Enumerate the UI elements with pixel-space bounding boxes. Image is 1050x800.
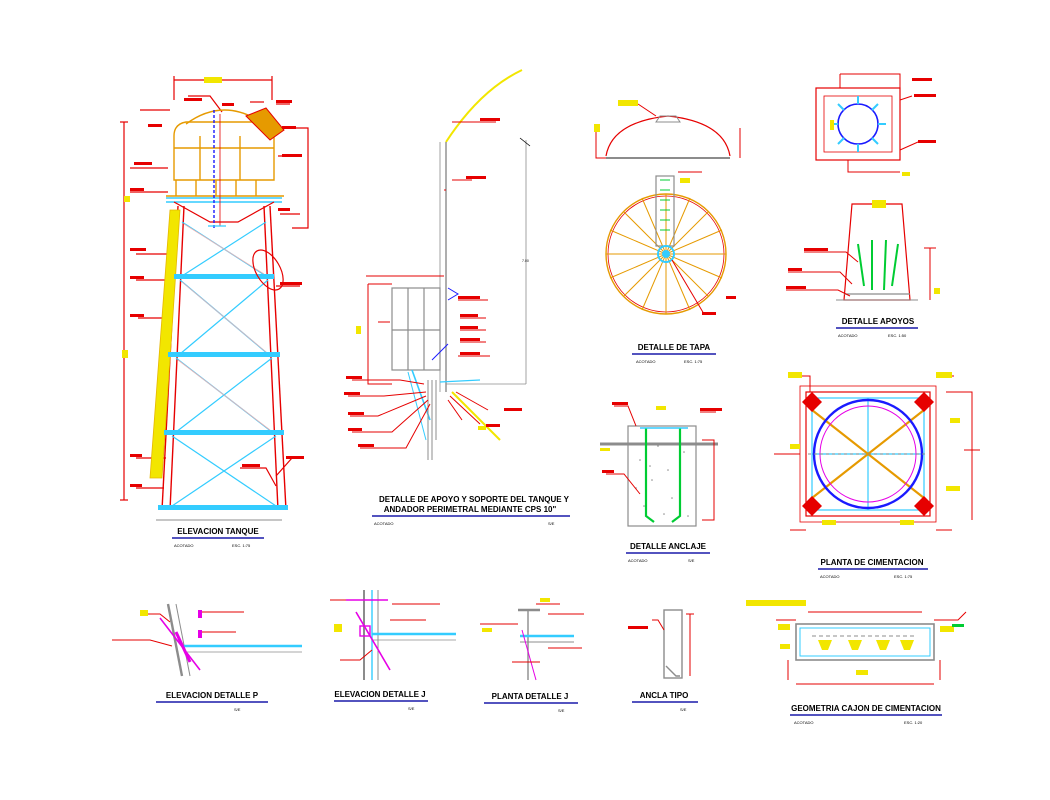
svg-text:ESC. 1:20: ESC. 1:20 bbox=[904, 720, 923, 725]
svg-text:ACOTADO: ACOTADO bbox=[374, 521, 393, 526]
detail-j-elevation-drawing bbox=[330, 590, 456, 680]
svg-text:PLANTA DETALLE J: PLANTA DETALLE J bbox=[492, 692, 569, 701]
anchor-detail-title: DETALLE ANCLAJE ACOTADO S/E bbox=[626, 542, 710, 563]
tank-elevation-title: ELEVACION TANQUE ACOTADO ESC. 1:75 bbox=[172, 527, 264, 548]
svg-text:ELEVACION TANQUE: ELEVACION TANQUE bbox=[177, 527, 259, 536]
anchor-detail-drawing bbox=[600, 402, 722, 527]
svg-text:ACOTADO: ACOTADO bbox=[174, 543, 193, 548]
svg-text:ESC. 1:75: ESC. 1:75 bbox=[684, 359, 703, 364]
detail-p-title: ELEVACION DETALLE P S/E bbox=[156, 691, 268, 712]
foundation-box-title: GEOMETRIA CAJON DE CIMENTACION ACOTADO E… bbox=[790, 704, 942, 725]
detail-j-plan-drawing bbox=[480, 598, 584, 681]
detail-j-elevation-title: ELEVACION DETALLE J S/E bbox=[334, 690, 428, 711]
svg-text:DETALLE ANCLAJE: DETALLE ANCLAJE bbox=[630, 542, 707, 551]
svg-text:7.00: 7.00 bbox=[522, 259, 529, 263]
svg-text:ELEVACION DETALLE J: ELEVACION DETALLE J bbox=[334, 690, 425, 699]
svg-text:S/E: S/E bbox=[548, 521, 555, 526]
anchor-type-drawing bbox=[628, 609, 694, 679]
foundation-plan-drawing bbox=[774, 372, 980, 531]
svg-text:ACOTADO: ACOTADO bbox=[820, 574, 839, 579]
svg-text:GEOMETRIA CAJON DE CIMENTACION: GEOMETRIA CAJON DE CIMENTACION bbox=[791, 704, 941, 713]
svg-text:S/E: S/E bbox=[680, 707, 687, 712]
svg-text:ESC. 1:50: ESC. 1:50 bbox=[888, 333, 907, 338]
supports-detail-drawing bbox=[786, 73, 940, 301]
svg-text:ESC. 1:75: ESC. 1:75 bbox=[232, 543, 251, 548]
tank-elevation-drawing bbox=[120, 76, 309, 521]
support-detail-drawing: 7.00 bbox=[344, 69, 531, 460]
foundation-plan-title: PLANTA DE CIMENTACION ACOTADO ESC. 1:75 bbox=[818, 558, 928, 579]
svg-text:DETALLE APOYOS: DETALLE APOYOS bbox=[842, 317, 915, 326]
svg-text:ESC. 1:75: ESC. 1:75 bbox=[894, 574, 913, 579]
svg-text:DETALLE DE TAPA: DETALLE DE TAPA bbox=[638, 343, 711, 352]
foundation-box-drawing bbox=[746, 600, 967, 685]
svg-text:DETALLE DE APOYO Y SOPORTE DEL: DETALLE DE APOYO Y SOPORTE DEL TANQUE Y bbox=[379, 495, 570, 504]
svg-text:ANCLA TIPO: ANCLA TIPO bbox=[640, 691, 689, 700]
svg-text:ACOTADO: ACOTADO bbox=[838, 333, 857, 338]
detail-p-drawing bbox=[112, 603, 302, 677]
svg-text:ACOTADO: ACOTADO bbox=[636, 359, 655, 364]
svg-text:PLANTA DE CIMENTACION: PLANTA DE CIMENTACION bbox=[821, 558, 924, 567]
svg-text:S/E: S/E bbox=[234, 707, 241, 712]
supports-detail-title: DETALLE APOYOS ACOTADO ESC. 1:50 bbox=[836, 317, 918, 338]
svg-text:S/E: S/E bbox=[408, 706, 415, 711]
detail-j-plan-title: PLANTA DETALLE J S/E bbox=[484, 692, 578, 713]
anchor-type-title: ANCLA TIPO S/E bbox=[632, 691, 698, 712]
support-detail-title: DETALLE DE APOYO Y SOPORTE DEL TANQUE Y … bbox=[372, 495, 570, 526]
svg-text:ACOTADO: ACOTADO bbox=[628, 558, 647, 563]
svg-text:S/E: S/E bbox=[688, 558, 695, 563]
svg-text:ACOTADO: ACOTADO bbox=[794, 720, 813, 725]
svg-text:S/E: S/E bbox=[558, 708, 565, 713]
svg-text:ANDADOR PERIMETRAL MEDIANTE CP: ANDADOR PERIMETRAL MEDIANTE CPS 10" bbox=[384, 505, 557, 514]
lid-detail-drawing bbox=[594, 100, 741, 315]
lid-detail-title: DETALLE DE TAPA ACOTADO ESC. 1:75 bbox=[632, 343, 716, 364]
svg-text:ELEVACION DETALLE P: ELEVACION DETALLE P bbox=[166, 691, 259, 700]
